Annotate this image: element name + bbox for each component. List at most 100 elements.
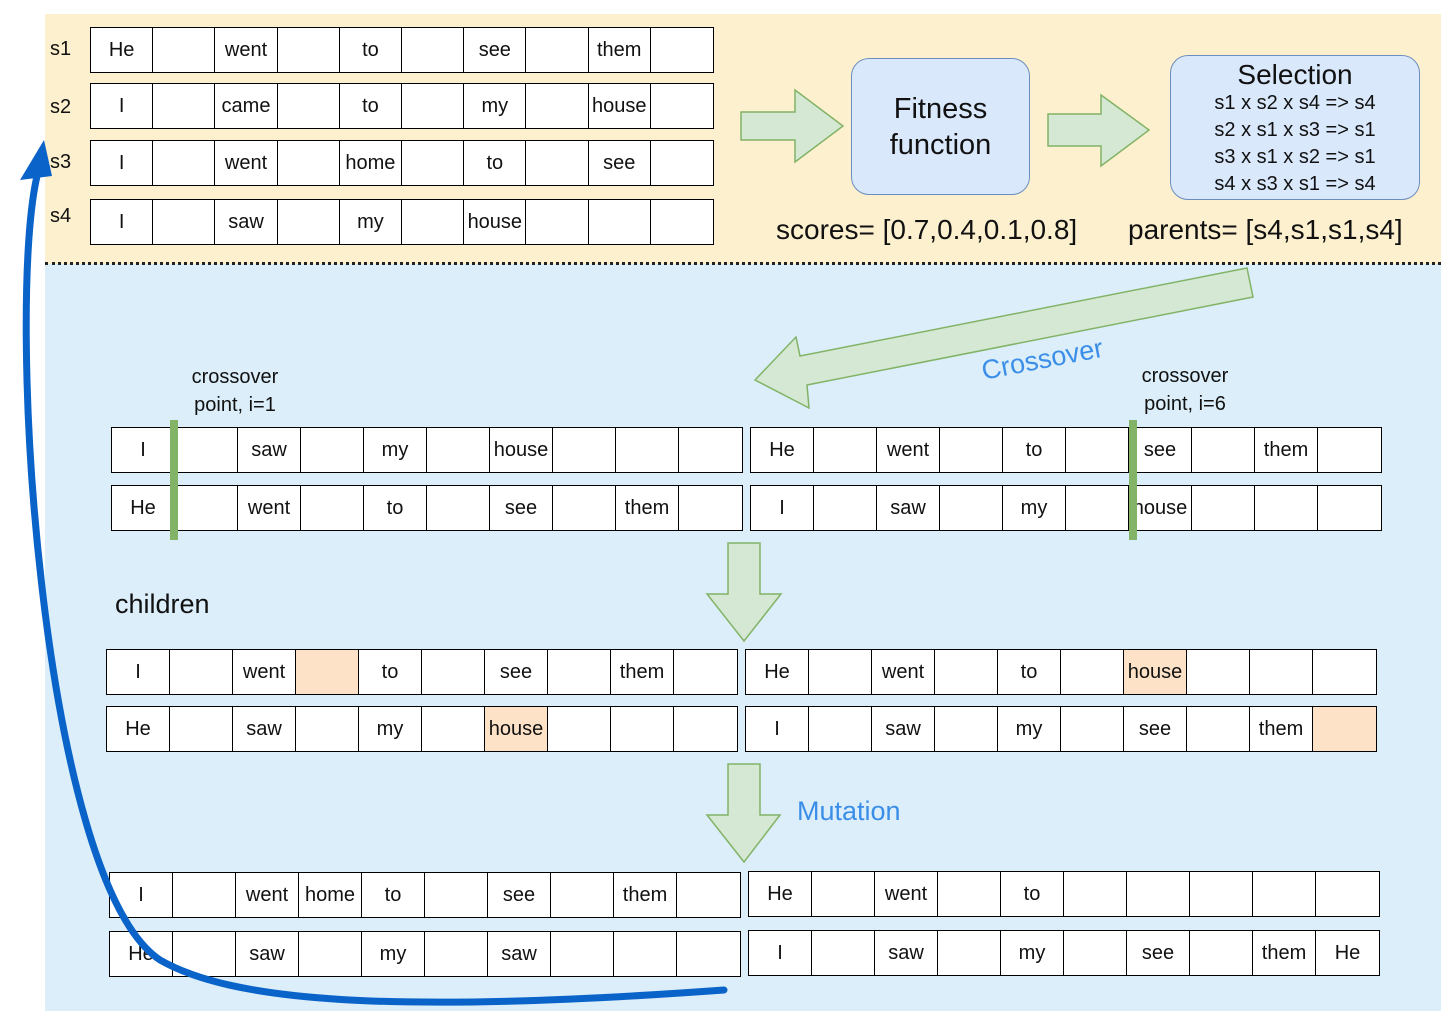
token-cell: [153, 84, 216, 128]
selection-line: s2 x s1 x s3 => s1: [1214, 119, 1376, 141]
token-cell: [278, 141, 340, 185]
fitness-function-title: Fitness function: [889, 92, 992, 161]
token-cell: them: [1250, 707, 1313, 751]
token-cell: them: [616, 486, 679, 530]
token-cell: [1255, 486, 1318, 530]
token-cell: house: [490, 428, 553, 472]
arrow-to-fitness: [740, 88, 845, 164]
token-cell: [1187, 707, 1250, 751]
arrow-to-children: [705, 542, 783, 643]
loop-back-arrowhead: [20, 140, 52, 180]
token-cell: He: [107, 707, 170, 751]
token-cell: I: [751, 486, 814, 530]
token-cell: [153, 28, 216, 72]
token-cell: He: [749, 872, 812, 916]
token-cell: [935, 707, 998, 751]
arrow-to-selection: [1047, 93, 1151, 168]
fitness-function-box: Fitness function: [851, 58, 1030, 195]
token-cell: [809, 650, 872, 694]
token-cell: [938, 872, 1001, 916]
token-cell: to: [998, 650, 1061, 694]
token-cell: [589, 200, 651, 244]
token-cell: my: [340, 200, 403, 244]
token-cell: [296, 650, 359, 694]
token-cell: saw: [233, 707, 296, 751]
token-cell: to: [464, 141, 527, 185]
token-cell: to: [340, 28, 403, 72]
parents-text: parents= [s4,s1,s1,s4]: [1128, 214, 1403, 245]
token-cell: them: [1255, 428, 1318, 472]
token-cell: them: [611, 650, 674, 694]
scores-text: scores= [0.7,0.4,0.1,0.8]: [776, 214, 1078, 245]
token-cell: came: [215, 84, 278, 128]
child-left-row-2: He saw my house: [106, 706, 738, 752]
token-cell: see: [488, 873, 551, 917]
token-cell: [402, 200, 465, 244]
selection-line: s3 x s1 x s2 => s1: [1214, 146, 1376, 168]
token-cell: went: [238, 486, 301, 530]
token-cell: went: [215, 141, 278, 185]
token-cell: [551, 873, 614, 917]
token-cell: [427, 486, 490, 530]
token-cell: [173, 873, 236, 917]
token-cell: [814, 486, 877, 530]
token-cell: [1061, 707, 1124, 751]
token-cell: [422, 650, 485, 694]
token-cell: home: [299, 873, 362, 917]
token-cell: [1192, 486, 1255, 530]
token-cell: [175, 486, 238, 530]
mutation-label: Mutation: [797, 796, 901, 826]
token-cell: He: [1334, 941, 1361, 964]
token-cell: [548, 707, 611, 751]
token-cell: my: [1003, 486, 1066, 530]
token-cell: [814, 428, 877, 472]
arrow-mutation: [705, 763, 782, 864]
token-cell: [170, 650, 233, 694]
token-cell: my: [464, 84, 527, 128]
token-cell: [402, 84, 465, 128]
token-cell: [812, 872, 875, 916]
token-cell: [425, 873, 488, 917]
token-cell: [551, 932, 614, 976]
token-cell: my: [1001, 931, 1064, 975]
token-cell: to: [1003, 428, 1066, 472]
token-cell: saw: [236, 932, 299, 976]
token-cell: my: [359, 707, 422, 751]
loop-back-arrow: [22, 168, 728, 1006]
token-cell: [1127, 872, 1190, 916]
token-cell: home: [340, 141, 403, 185]
selection-box: Selection s1 x s2 x s4 => s4 s2 x s1 x s…: [1170, 55, 1420, 200]
token-cell: [940, 486, 1003, 530]
crossover-point-left-marker: [170, 420, 178, 540]
token-cell: He: [746, 650, 809, 694]
token-cell: [1061, 650, 1124, 694]
token-cell: [278, 28, 340, 72]
token-cell: [1187, 650, 1250, 694]
token-cell: see: [464, 28, 527, 72]
token-cell: them: [614, 873, 677, 917]
selection-line: s1 x s2 x s4 => s4: [1214, 92, 1376, 114]
row-label-s3: s3: [50, 151, 72, 173]
token-cell: house: [485, 707, 548, 751]
token-cell: [1253, 872, 1316, 916]
token-cell: [526, 141, 589, 185]
token-cell: see: [485, 650, 548, 694]
selection-line: s4 x s3 x s1 => s4: [1214, 173, 1376, 195]
token-cell: I: [107, 650, 170, 694]
token-cell: [611, 707, 674, 751]
token-cell: [153, 141, 216, 185]
token-cell: saw: [877, 486, 940, 530]
token-cell: [548, 650, 611, 694]
token-cell: [812, 931, 875, 975]
row-label-s4: s4: [50, 205, 72, 227]
token-cell: [402, 28, 465, 72]
row-label-s1: s1: [50, 38, 72, 60]
